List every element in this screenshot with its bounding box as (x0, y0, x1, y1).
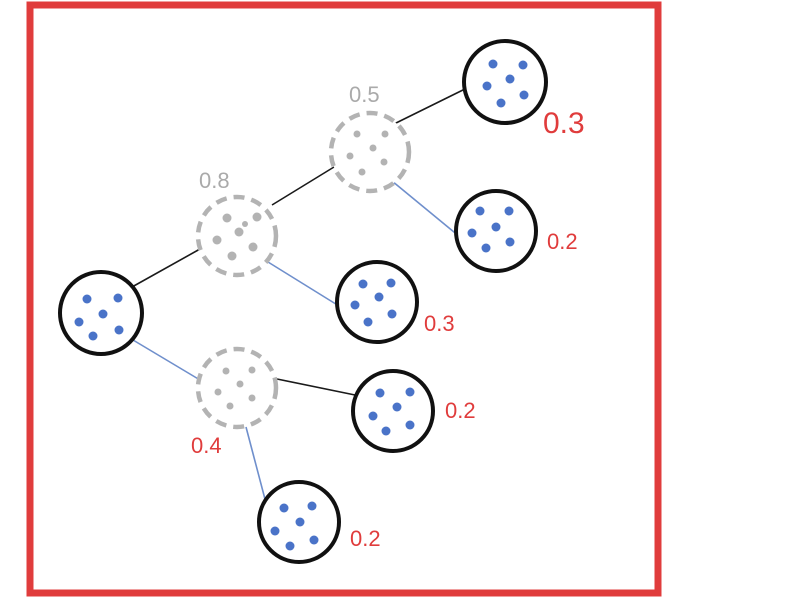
node-root (58, 270, 144, 356)
label-leaf-middle: 0.3 (424, 311, 455, 336)
node-leaf-lower-right (351, 369, 435, 453)
label-mid-lower: 0.4 (191, 433, 222, 458)
node-top-internal (328, 110, 412, 194)
edge-mid-lower-leaf-lower-right (276, 378, 356, 396)
node-leaf-top (462, 39, 548, 125)
label-leaf-upper-right: 0.2 (547, 229, 578, 254)
edge-mid-upper-top-internal (271, 166, 335, 206)
edge-mid-upper-leaf-middle (267, 261, 340, 307)
node-mid-upper (195, 194, 279, 278)
label-leaf-bottom: 0.2 (350, 526, 381, 551)
label-top-internal: 0.5 (349, 82, 380, 107)
node-leaf-bottom (257, 480, 341, 564)
edges (127, 86, 470, 504)
edge-top-internal-leaf-top (393, 86, 470, 125)
edge-top-internal-leaf-upper-right (391, 180, 461, 238)
edge-mid-lower-leaf-bottom (245, 426, 267, 504)
label-leaf-top: 0.3 (543, 107, 585, 140)
label-leaf-lower-right: 0.2 (445, 398, 476, 423)
node-leaf-middle (335, 260, 419, 344)
edge-root-mid-upper (131, 248, 201, 288)
node-mid-lower (195, 346, 279, 430)
label-mid-upper: 0.8 (199, 168, 230, 193)
node-leaf-upper-right (454, 189, 538, 273)
diagram-border (26, 1, 662, 597)
edge-root-mid-lower (127, 336, 201, 381)
